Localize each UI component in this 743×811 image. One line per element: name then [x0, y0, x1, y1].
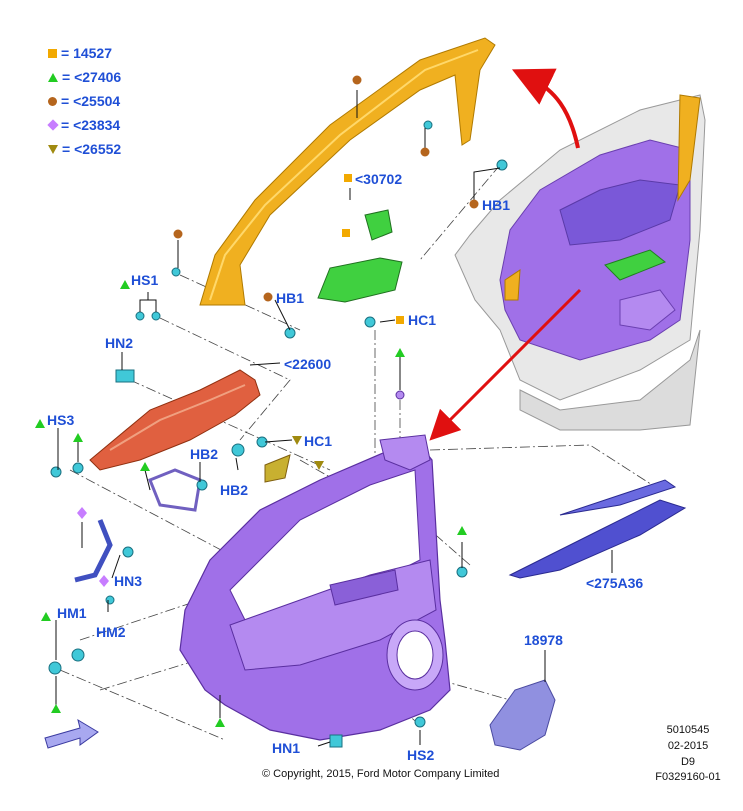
legend-label: = 14527 — [61, 45, 112, 61]
legend-row-27406: = <27406 — [48, 69, 121, 85]
label-hn1: HN1 — [272, 740, 301, 756]
legend-row-25504: = <25504 — [48, 93, 120, 109]
label-hb2-bottom: HB2 — [220, 482, 249, 498]
legend-row-14527: = 14527 — [48, 45, 112, 61]
legend-label: = <25504 — [61, 93, 121, 109]
label-hm2: HM2 — [96, 624, 126, 640]
triangle-up-icon — [48, 72, 58, 82]
window-frame-molding — [199, 37, 496, 306]
legend-row-26552: = <26552 — [48, 141, 121, 157]
door-trim-panel — [179, 434, 451, 741]
legend-label: = <23834 — [61, 117, 121, 133]
figure-id: F0329160-01 — [655, 771, 721, 783]
label-hb1-top: HB1 — [482, 197, 511, 213]
doc-date: 02-2015 — [667, 740, 709, 752]
car-door-overview — [454, 94, 706, 431]
label-hc1-mid: HC1 — [304, 433, 333, 449]
label-30702: <30702 — [355, 171, 403, 187]
legend-label: = <27406 — [62, 69, 122, 85]
label-hs1: HS1 — [131, 272, 159, 288]
diamond-icon — [47, 119, 59, 131]
label-hs2: HS2 — [407, 747, 435, 763]
label-hc1-top: HC1 — [408, 312, 437, 328]
circle-icon — [48, 96, 57, 106]
label-hn2: HN2 — [105, 335, 134, 351]
label-hn3: HN3 — [114, 573, 143, 589]
leader-lines — [55, 90, 613, 747]
label-hs3: HS3 — [47, 412, 75, 428]
label-hm1: HM1 — [57, 605, 87, 621]
doc-variant: D9 — [680, 756, 696, 768]
square-icon — [48, 48, 57, 58]
inner-handle-bracket — [89, 369, 261, 471]
label-22600: <22600 — [284, 356, 332, 372]
copyright-notice: © Copyright, 2015, Ford Motor Company Li… — [262, 768, 500, 780]
callout-markers — [35, 75, 479, 727]
label-hb2-top: HB2 — [190, 446, 219, 462]
red-arrows — [429, 68, 582, 441]
legend-label: = <26552 — [62, 141, 122, 157]
label-hb1-mid: HB1 — [276, 290, 305, 306]
triangle-down-icon — [48, 144, 58, 154]
label-18978: 18978 — [524, 632, 563, 648]
legend-row-23834: = <23834 — [47, 117, 121, 133]
doc-code: 5010545 — [666, 724, 710, 736]
small-hardware — [44, 454, 687, 751]
label-275a36: <275A36 — [586, 575, 644, 591]
window-switch-module — [317, 209, 403, 303]
